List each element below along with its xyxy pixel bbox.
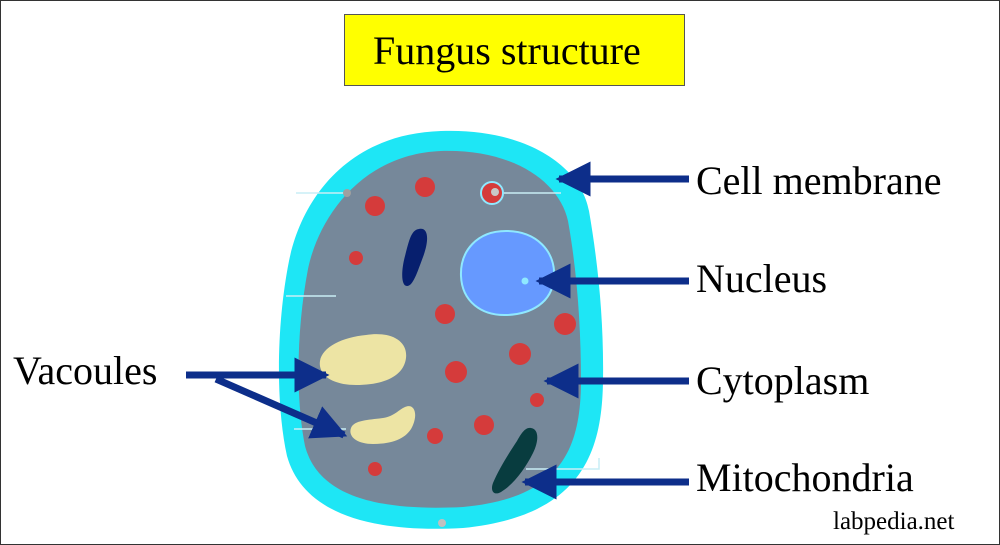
organelle-dot [427, 428, 443, 444]
diagram-title: Fungus structure [373, 28, 641, 73]
organelle-dot [435, 304, 455, 324]
watermark: labpedia.net [833, 508, 955, 535]
vacuole-arrow [214, 375, 348, 439]
organelle-dot [445, 361, 467, 383]
mitochondria-label: Mitochondria [696, 455, 914, 500]
nucleolus [521, 277, 529, 285]
cytoplasm [298, 150, 581, 508]
nucleus-label: Nucleus [696, 256, 827, 301]
dark-organelle [402, 228, 428, 286]
organelle-core [491, 188, 499, 196]
organelle-dot [554, 313, 576, 335]
label-arrows [186, 161, 689, 500]
membrane-dot [438, 519, 446, 527]
membrane-dot [343, 189, 351, 197]
title-box: Fungus structure [344, 14, 685, 86]
organelle-dot [509, 343, 531, 365]
organelle-dot [530, 393, 544, 407]
vacuole-large [319, 334, 407, 385]
cell-membrane-label: Cell membrane [696, 158, 941, 203]
organelle-dot [349, 251, 363, 265]
red-organelles [349, 177, 576, 476]
organelle-dot [474, 415, 494, 435]
organelle-dot [415, 177, 435, 197]
vacoules-label: Vacoules [13, 348, 157, 393]
nucleus [459, 229, 556, 317]
vacuole-small [350, 406, 416, 444]
organelle-dot [365, 196, 385, 216]
organelle-dot [368, 462, 382, 476]
mitochondria [491, 427, 538, 494]
cytoplasm-label: Cytoplasm [696, 358, 869, 403]
